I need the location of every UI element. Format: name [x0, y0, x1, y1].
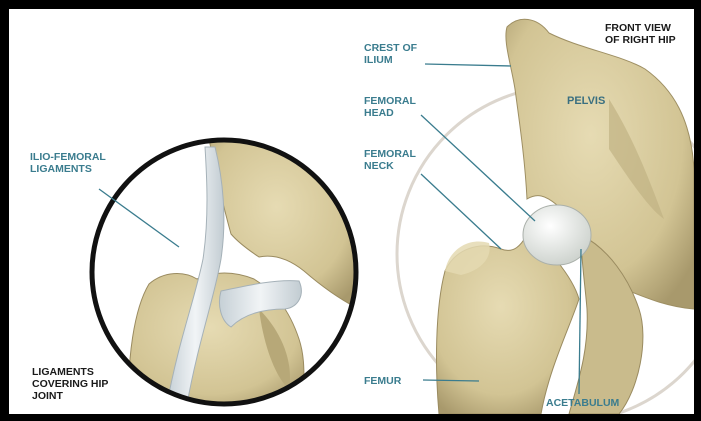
femoral-head-label: FEMORAL HEAD — [364, 95, 416, 119]
femoral-neck-label: FEMORAL NECK — [364, 148, 416, 172]
leader-crest-of-ilium — [425, 64, 511, 66]
leader-femoral-neck — [421, 174, 501, 249]
hip-anatomy-illustration — [9, 9, 694, 414]
pelvis-label: PELVIS — [567, 95, 605, 107]
femur-label: FEMUR — [364, 375, 401, 387]
front-view-label: FRONT VIEW OF RIGHT HIP — [605, 22, 676, 46]
leader-femoral-head — [421, 115, 535, 221]
ilio-femoral-label: ILIO-FEMORAL LIGAMENTS — [30, 151, 106, 175]
acetabulum-label: ACETABULUM — [546, 397, 619, 409]
diagram-frame: FRONT VIEW OF RIGHT HIP CREST OF ILIUM P… — [9, 9, 694, 414]
ligaments-covering-label: LIGAMENTS COVERING HIP JOINT — [32, 366, 108, 402]
crest-of-ilium-label: CREST OF ILIUM — [364, 42, 417, 66]
